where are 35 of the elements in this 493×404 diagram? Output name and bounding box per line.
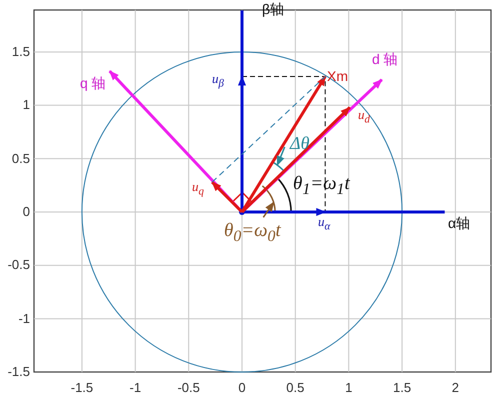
vector-label: u$_{α}$ <box>318 215 330 232</box>
angle-label: θ$_{1}$=ω$_{1}$t <box>293 174 350 198</box>
angle-label: θ$_{0}$=ω$_{0}$t <box>224 221 281 245</box>
axis-label: α轴 <box>448 216 470 230</box>
leader-line <box>262 202 274 218</box>
tick-label: 2 <box>452 381 459 394</box>
leader-line <box>276 146 286 166</box>
tick-label: -0.5 <box>8 258 30 272</box>
arrow <box>240 106 351 214</box>
angle-arc <box>272 162 285 172</box>
arrow <box>242 208 326 216</box>
vector-label: u$_{d}$ <box>358 108 370 126</box>
vector-label: u$_{q}$ <box>192 180 204 198</box>
vector-label: u$_{β}$ <box>212 72 224 90</box>
tick-label: 0.5 <box>12 152 30 165</box>
tick-label: -1.5 <box>70 381 94 394</box>
axis-label: d 轴 <box>372 52 398 66</box>
angle-arc <box>262 185 276 212</box>
tick-label: 1.5 <box>393 381 412 394</box>
vector-label: Xm <box>327 69 348 83</box>
tick-label: 0.5 <box>286 381 304 394</box>
tick-label: 1 <box>22 98 30 112</box>
tick-label: 1 <box>345 381 352 394</box>
angle-label: Δθ <box>290 134 310 152</box>
arrow <box>238 76 246 212</box>
tick-label: 0 <box>22 205 30 218</box>
tick-label: -1 <box>18 312 30 325</box>
axis-label: q 轴 <box>80 76 106 90</box>
arrow <box>211 181 244 214</box>
tick-label: -0.5 <box>177 381 200 394</box>
dashed-line <box>212 76 326 183</box>
tick-label: -1 <box>130 381 142 394</box>
tick-label: 1.5 <box>12 44 30 58</box>
tick-label: -1.5 <box>8 365 30 378</box>
tick-label: 0 <box>238 381 246 394</box>
